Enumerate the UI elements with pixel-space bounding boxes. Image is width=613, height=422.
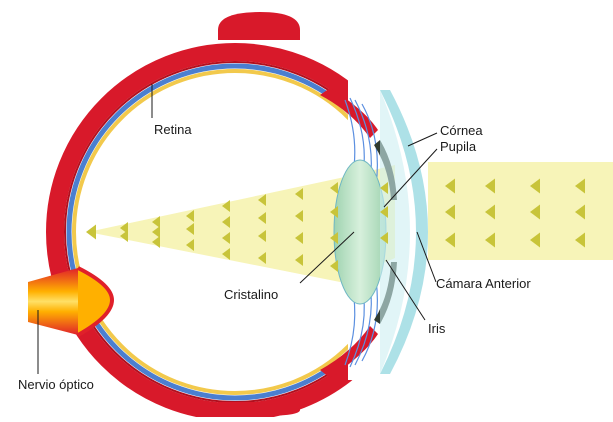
label-nervio-optico: Nervio óptico [18,377,94,392]
muscle-top [218,12,300,40]
label-camara-anterior: Cámara Anterior [436,276,531,291]
label-retina: Retina [154,122,192,137]
label-pupila: Pupila [440,139,477,154]
optic-nerve [28,268,83,335]
light-arrow [86,225,96,240]
label-cornea: Córnea [440,123,483,138]
label-cristalino: Cristalino [224,287,278,302]
lens [334,160,386,304]
muscle-bottom [218,402,300,416]
label-iris: Iris [428,321,446,336]
